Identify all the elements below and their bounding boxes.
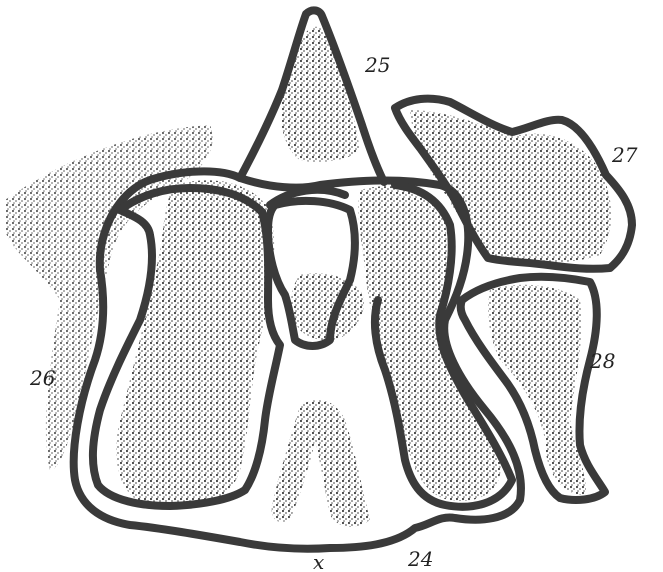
label-26: 26 [29,366,56,390]
label-28: 28 [589,349,615,373]
label-27: 27 [611,143,638,167]
left-pillar-shading [116,180,274,506]
label-x: x [313,550,324,572]
label-24: 24 [407,547,433,571]
lower-legs-shading [272,400,370,527]
label-25: 25 [364,53,390,77]
